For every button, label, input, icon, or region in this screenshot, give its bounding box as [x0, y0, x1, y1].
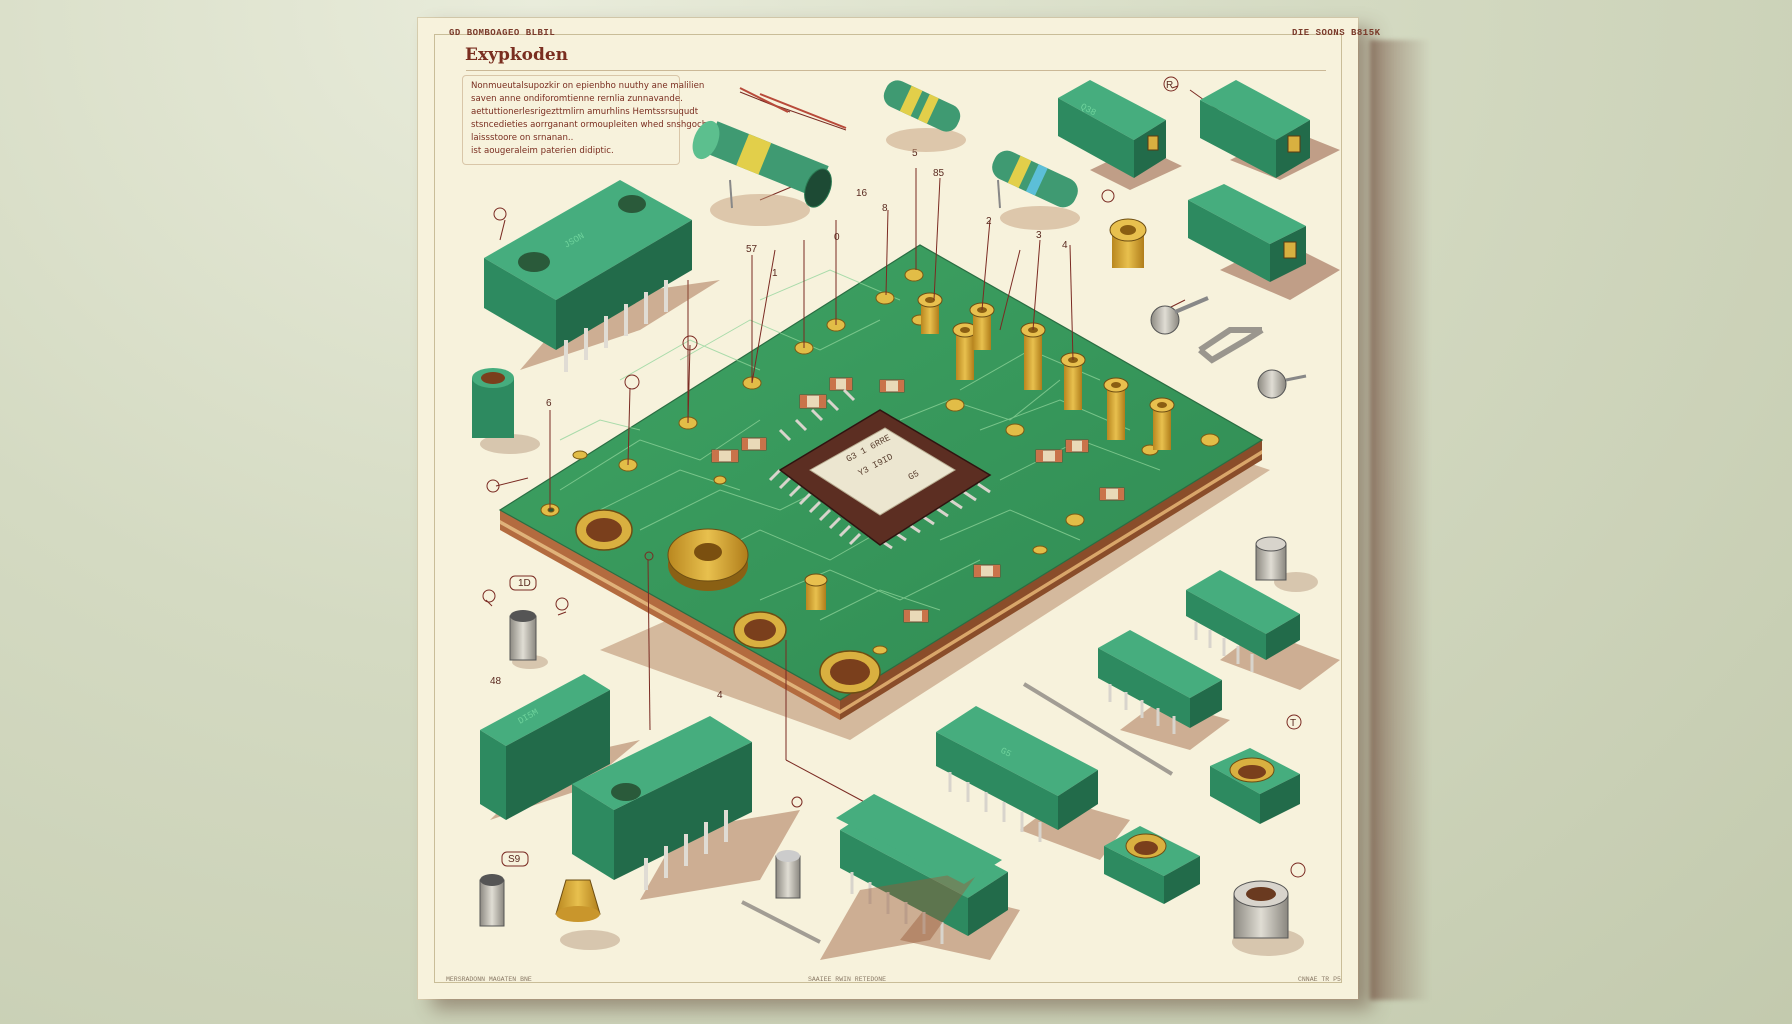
component-marking: G5 [999, 746, 1013, 760]
gold-pins [804, 218, 1175, 610]
spring-clip [1198, 327, 1264, 364]
callout-label: 6 [546, 398, 552, 409]
poster-title: Exypkoden [465, 45, 569, 65]
axial-capacitor [692, 120, 832, 226]
smd-resistors [711, 377, 1125, 623]
probe-pin [1022, 682, 1174, 776]
qfp-microcontroller: G3 1 6RRE Y3 I9ID G5 [768, 388, 992, 550]
wall-shadow [1370, 40, 1430, 1000]
callout-label: R [1166, 80, 1173, 91]
callout-label: 2 [986, 216, 992, 227]
callout-label: 48 [490, 676, 502, 687]
callout-numbers: 5 85 16 8 57 1 0 2 3 4 R 6 1D 48 4 S9 T [482, 76, 1306, 878]
description-line: stsncedieties aorrganant ormoupleiten wh… [471, 120, 708, 130]
footer-left: MERSRADONN MAGATEN BNE [446, 976, 532, 983]
callout-label: 57 [746, 244, 758, 255]
description-line: Nonmueutalsupozkir on epienbho nuuthy an… [471, 81, 705, 91]
rivet [1257, 369, 1307, 399]
callout-label: 4 [1062, 240, 1068, 251]
probe-pin [741, 900, 821, 944]
dip-ic [820, 794, 1002, 960]
description-line: laissstoore on srnanan.. [471, 133, 574, 143]
footer-center: SAAIEE RWIN RETEDONE [808, 976, 887, 983]
callout-label: 16 [856, 188, 868, 199]
screw-terminal [1150, 296, 1209, 335]
footer-right: CNNAE TR P5 [1298, 976, 1341, 983]
callout-label: 1D [518, 578, 531, 589]
callout-label: 1 [772, 268, 778, 279]
callout-label: T [1290, 718, 1296, 729]
description-line: aettuttionerlesrigezttmlirn amurhlins He… [471, 107, 699, 117]
dip-ic: G5 [936, 706, 1130, 860]
callout-label: 85 [933, 168, 945, 179]
header-left-caption: GD BOMBOAGEO BLBIL [449, 28, 556, 38]
description-line: ist aougeraleim paterien didiptic. [471, 146, 614, 156]
dip-ic: DI5M [480, 674, 640, 820]
ic-socket [1104, 826, 1200, 904]
relay-module [1200, 80, 1340, 180]
relay-module: Q38 [1058, 80, 1182, 190]
small-standoff [509, 610, 548, 669]
wire-lead [739, 87, 847, 129]
ferrite-core [472, 368, 540, 454]
small-standoff [775, 850, 801, 899]
mounting-holes [575, 509, 881, 694]
metal-standoff [1255, 536, 1318, 592]
dip-ic [572, 716, 800, 900]
gold-cone-spacer [555, 879, 620, 950]
callout-label: 4 [717, 690, 723, 701]
description-line: saven anne ondiforomtienne rernlia zunna… [471, 94, 683, 104]
header-right-caption: DIE SOONS B815K [1292, 28, 1381, 38]
gold-spacer-disc [667, 528, 749, 591]
dip-ic [1186, 570, 1340, 690]
axial-resistor [883, 80, 966, 152]
chip-marking-line3: G5 [907, 469, 921, 483]
pcb-board: G3 1 6RRE Y3 I9ID G5 [498, 218, 1270, 740]
callout-label: 8 [882, 203, 888, 214]
axial-resistor [992, 150, 1080, 230]
title-rule [466, 70, 1326, 71]
sheet-border [434, 34, 1342, 983]
dip-ic [1098, 630, 1230, 750]
relay-module [1188, 184, 1340, 300]
callout-label: S9 [508, 854, 521, 865]
small-standoff [479, 874, 505, 927]
description-box: Nonmueutalsupozkir on epienbho nuuthy an… [462, 75, 708, 165]
metal-standoff [1232, 880, 1304, 956]
callout-label: 0 [834, 232, 840, 243]
callout-label: 5 [912, 148, 918, 159]
callout-label: 3 [1036, 230, 1042, 241]
dip-ic: JSON [484, 180, 720, 372]
ic-socket [1210, 748, 1300, 824]
